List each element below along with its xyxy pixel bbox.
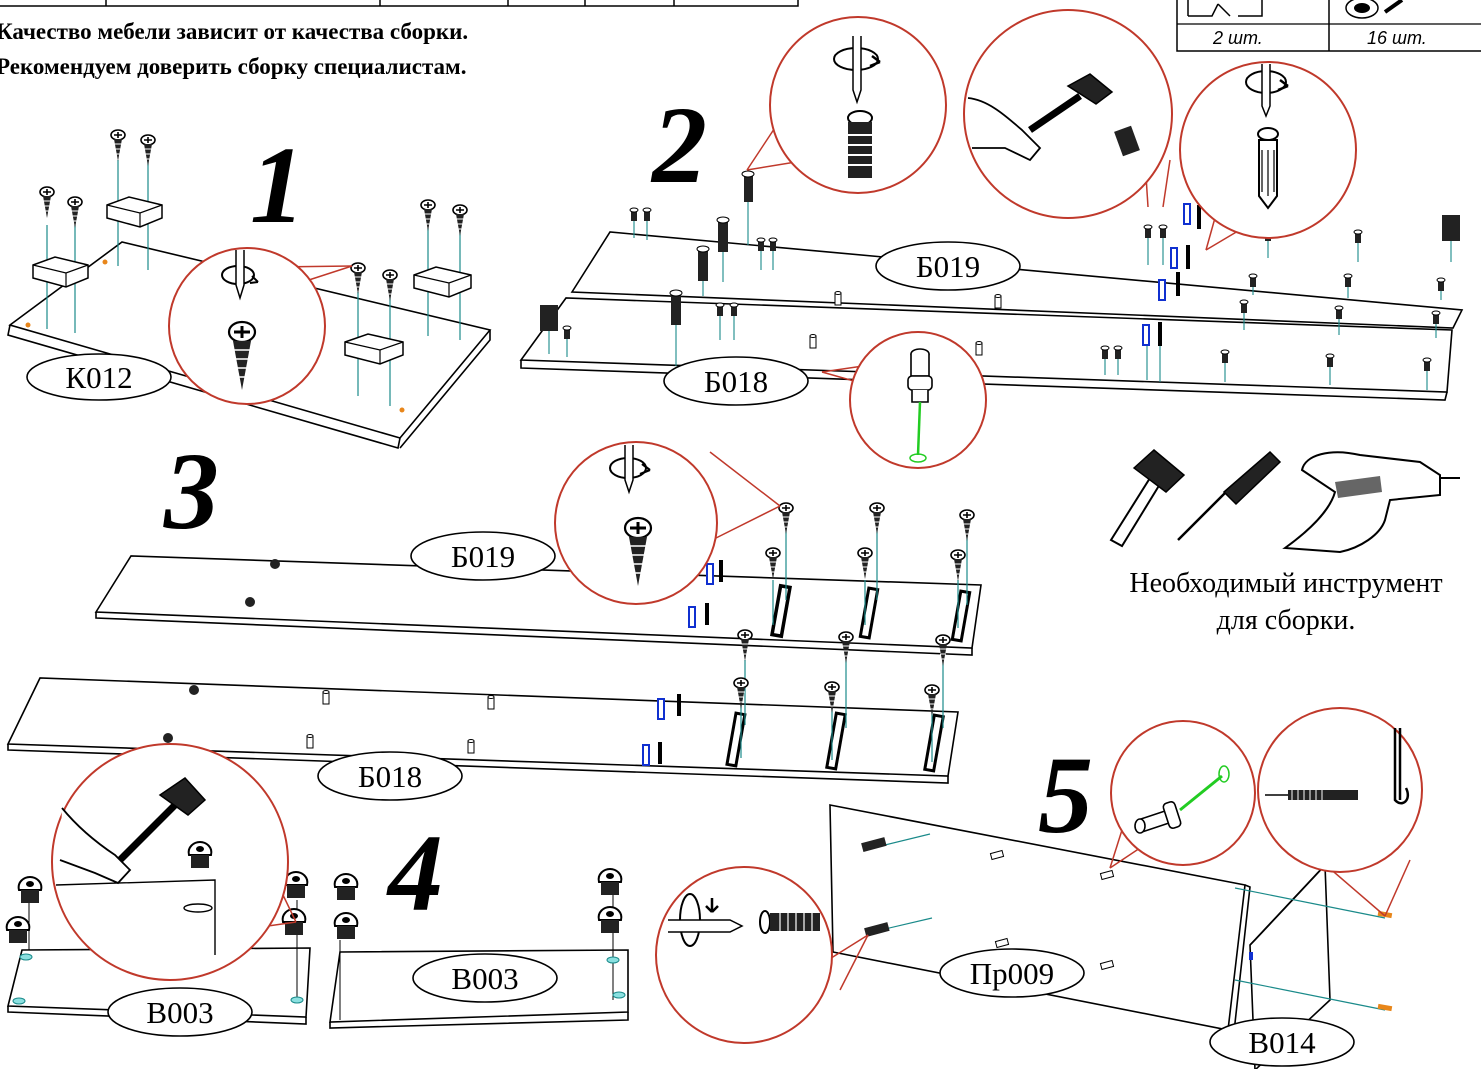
label-v014: В014 bbox=[1209, 1017, 1355, 1067]
parts-box bbox=[0, 0, 1481, 52]
callout-screw-3 bbox=[554, 441, 781, 605]
svg-text:Б019: Б019 bbox=[916, 249, 980, 284]
tools-illustration bbox=[1109, 449, 1460, 554]
panel-b018-step3 bbox=[6, 677, 959, 777]
mount-block-4 bbox=[413, 266, 472, 298]
svg-text:Б019: Б019 bbox=[451, 539, 515, 574]
step-1: 1 bbox=[7, 124, 492, 450]
callout-cam-bolt bbox=[746, 16, 947, 194]
step-4-number: 4 bbox=[386, 812, 443, 934]
tools-caption-line1: Необходимый инструмент bbox=[1129, 568, 1443, 599]
callout-cam-screw bbox=[655, 866, 869, 1044]
sleeve-icon bbox=[1442, 215, 1460, 241]
cam-screws-step5 bbox=[861, 837, 890, 937]
step-5-number: 5 bbox=[1038, 734, 1093, 856]
svg-text:В014: В014 bbox=[1248, 1025, 1316, 1060]
mount-block-1 bbox=[32, 256, 89, 288]
label-k012: К012 bbox=[26, 353, 172, 401]
quality-notice-line2: Рекомендуем доверить сборку специалистам… bbox=[0, 54, 467, 79]
callout-dowel bbox=[821, 331, 987, 469]
label-b019-step3: Б019 bbox=[410, 531, 556, 581]
svg-text:В003: В003 bbox=[146, 995, 213, 1030]
svg-text:Б018: Б018 bbox=[704, 364, 768, 399]
label-pr009: Пр009 bbox=[939, 948, 1085, 998]
step-4: 4 В003 bbox=[5, 743, 629, 1037]
tools-caption-line2: для сборки. bbox=[1216, 605, 1356, 636]
label-b003-right: В003 bbox=[412, 953, 558, 1003]
step-5: 5 bbox=[655, 707, 1423, 1069]
callout-hammer-leg bbox=[51, 743, 297, 981]
label-b003-left: В003 bbox=[107, 987, 253, 1037]
cam-bolts-step2 bbox=[669, 170, 755, 325]
cam-bolt-icon bbox=[1345, 0, 1404, 19]
tools-caption: Необходимый инструмент для сборки. bbox=[1090, 565, 1481, 639]
label-b018-step3: Б018 bbox=[317, 751, 463, 801]
quality-notice-line1: Качество мебели зависит от качества сбор… bbox=[0, 19, 469, 44]
step-3-number: 3 bbox=[163, 430, 219, 552]
callout-hex-key bbox=[1257, 707, 1423, 917]
callout-screwdriver-pin bbox=[1179, 61, 1357, 251]
label-b019-step2: Б019 bbox=[875, 241, 1021, 291]
svg-text:К012: К012 bbox=[65, 360, 132, 395]
svg-text:Пр009: Пр009 bbox=[970, 956, 1054, 991]
label-b018-step2: Б018 bbox=[663, 356, 809, 406]
svg-text:В003: В003 bbox=[451, 961, 518, 996]
screwdriver-icon bbox=[1177, 450, 1282, 541]
drill-icon bbox=[1282, 451, 1460, 554]
panel-b019-top bbox=[570, 231, 1464, 329]
step-2: 2 bbox=[519, 9, 1464, 469]
parts-qty-right: 16 шт. bbox=[1367, 28, 1427, 48]
callout-dowel-insert bbox=[1109, 720, 1256, 869]
svg-text:Б018: Б018 bbox=[358, 759, 422, 794]
callout-screw-1 bbox=[168, 247, 353, 405]
panel-b019-step3 bbox=[94, 555, 982, 649]
callout-hammer-sleeve bbox=[963, 9, 1173, 219]
connector-bracket-icon bbox=[1187, 0, 1263, 17]
mount-block-3 bbox=[344, 333, 404, 365]
parts-qty-left: 2 шт. bbox=[1213, 28, 1263, 48]
step-2-number: 2 bbox=[650, 84, 707, 206]
step-1-number: 1 bbox=[250, 124, 305, 246]
mount-block-2 bbox=[106, 196, 163, 228]
hammer-icon bbox=[1109, 449, 1186, 548]
step-3: 3 bbox=[6, 430, 982, 801]
